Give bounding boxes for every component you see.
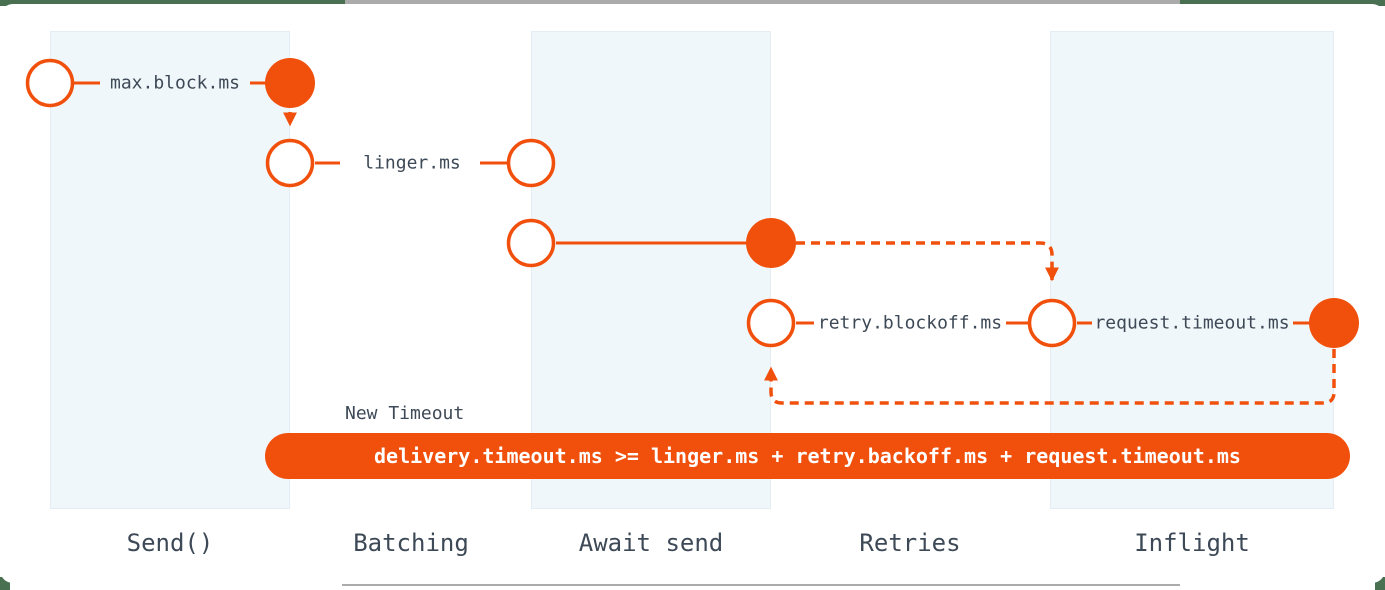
arrow-await-to-retries (796, 241, 1059, 282)
node-retries-start (746, 298, 796, 348)
node-send-start (25, 58, 75, 108)
stage-label-await-send: Await send (578, 529, 724, 557)
stage-label-send: Send() (126, 529, 214, 557)
backdrop-corner-green-right (1375, 577, 1385, 590)
node-retries-end (1027, 298, 1077, 348)
node-batching-start (265, 138, 315, 188)
backdrop-strip-gray-mid (345, 0, 1180, 6)
formula-text: delivery.timeout.ms >= linger.ms + retry… (374, 444, 1241, 468)
backdrop-corner-green-left (0, 577, 10, 590)
backdrop-strip-green-right (1180, 0, 1385, 6)
formula-banner: delivery.timeout.ms >= linger.ms + retry… (265, 433, 1350, 479)
node-batching-end (506, 138, 556, 188)
node-await-start (506, 218, 556, 268)
new-timeout-label: New Timeout (345, 403, 465, 424)
backdrop-strip-green-left (0, 0, 345, 6)
label-linger-ms: linger.ms (363, 152, 461, 174)
stage-label-inflight: Inflight (1134, 529, 1250, 557)
node-await-end (746, 218, 796, 268)
stage-label-retries: Retries (859, 529, 961, 557)
node-inflight-end (1309, 298, 1359, 348)
label-request-timeout-ms: request.timeout.ms (1094, 312, 1290, 334)
stage-label-batching: Batching (353, 529, 469, 557)
arrow-inflight-retry-loop (764, 349, 1336, 405)
label-retry-backoff-ms: retry.blockoff.ms (817, 312, 1003, 334)
column-inflight (1050, 31, 1334, 509)
node-send-end (265, 58, 315, 108)
column-send (50, 31, 290, 509)
label-max-block-ms: max.block.ms (109, 72, 241, 94)
backdrop-rule-bottom (342, 584, 1180, 586)
column-await-send (531, 31, 771, 509)
